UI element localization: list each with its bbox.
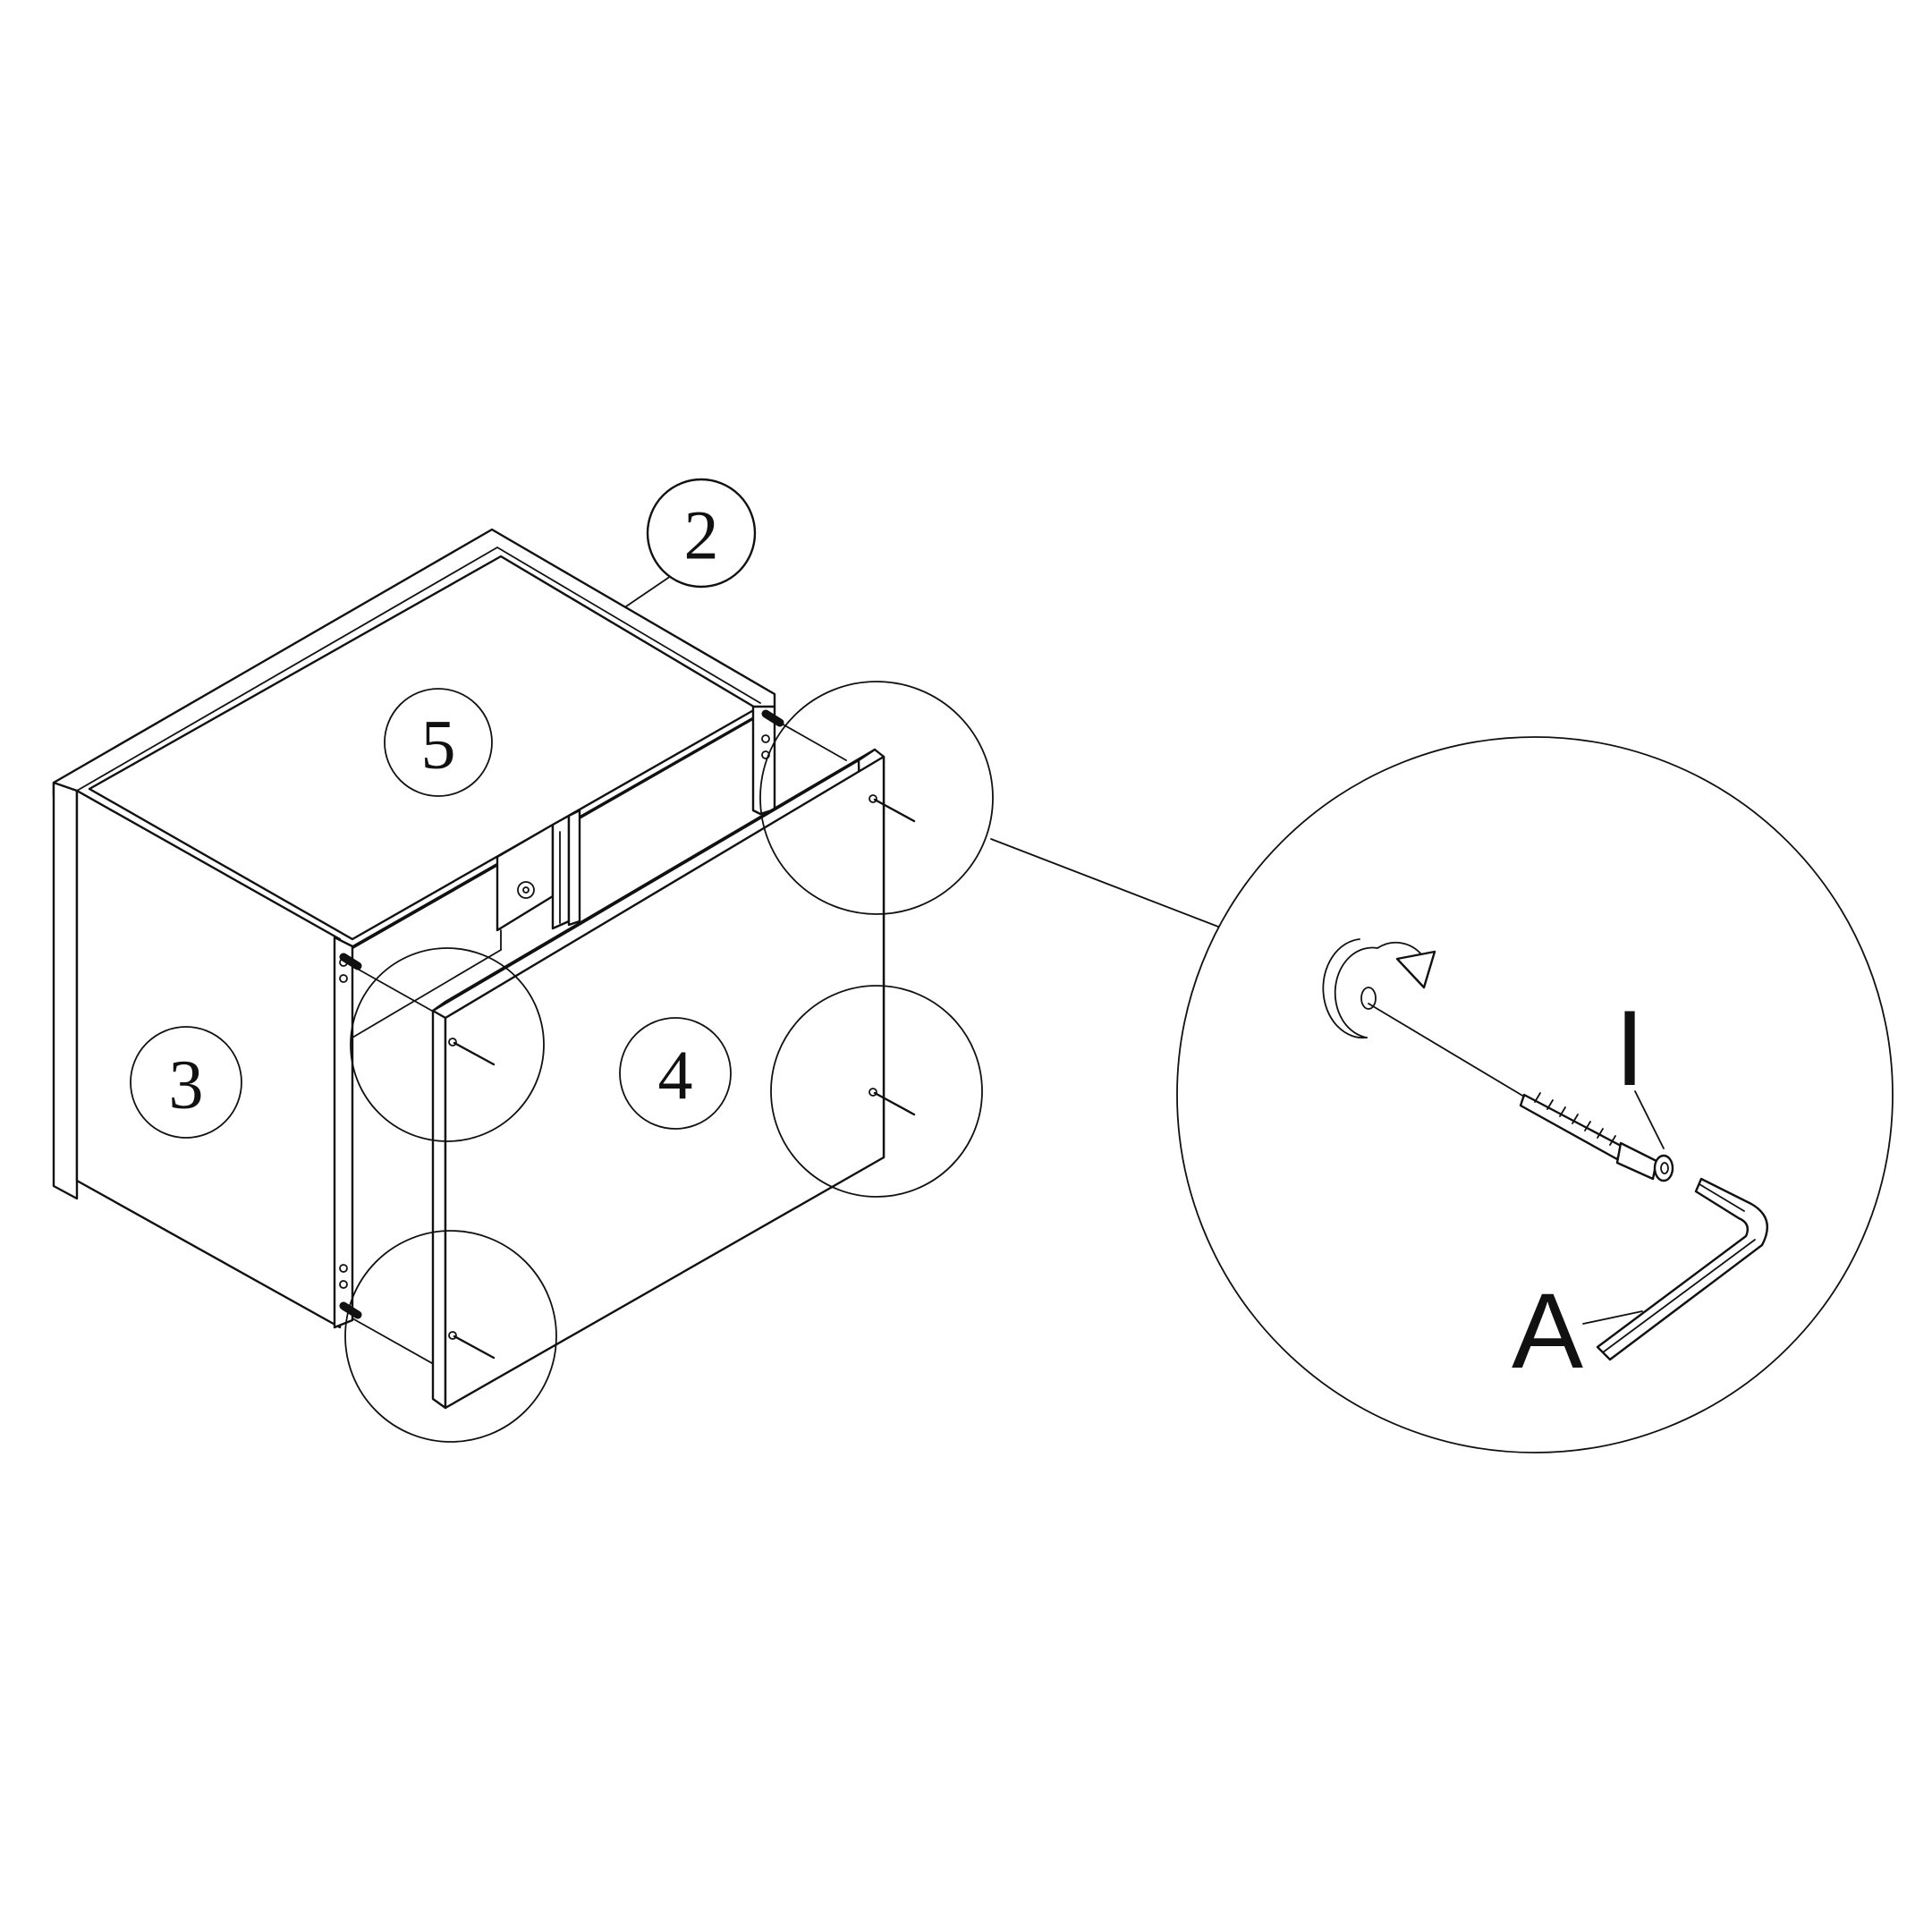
part-number-2: 2 [684, 496, 719, 574]
part-label-5: 5 [384, 688, 493, 797]
screw-icon [1368, 1003, 1674, 1182]
part-number-4: 4 [658, 1037, 693, 1114]
part-label-2: 2 [646, 478, 757, 589]
cabinet-body [52, 528, 784, 1329]
side-panel-edge [52, 781, 79, 1200]
hardware-label-hex-key: A [1512, 1271, 1583, 1391]
callout-detail: I A [1176, 736, 1894, 1453]
drawer-runner [496, 809, 581, 932]
part-label-3: 3 [130, 1026, 242, 1139]
detail-highlight-circles [344, 681, 994, 1443]
part-number-5: 5 [421, 706, 456, 784]
part-number-3: 3 [169, 1046, 204, 1123]
panel-screws [448, 794, 916, 1360]
rotate-arrow-icon [1322, 938, 1436, 1039]
front-panel [352, 722, 916, 1410]
hardware-label-screw: I [1614, 988, 1644, 1108]
dowel-pins [339, 709, 784, 1319]
side-panel [75, 789, 342, 1329]
rear-post [751, 705, 776, 816]
hex-key-icon [1596, 1177, 1769, 1361]
part-label-4: 4 [619, 1017, 732, 1130]
